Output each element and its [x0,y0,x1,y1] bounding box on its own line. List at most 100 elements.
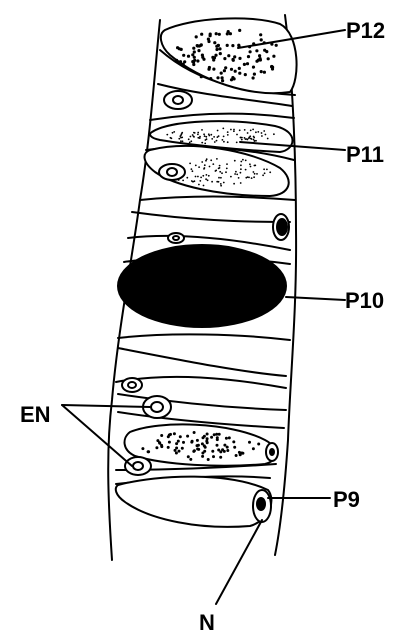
stipple-dot [204,135,206,137]
stipple-dot [248,441,251,444]
stipple-dot [246,62,249,65]
stipple-dot [204,446,207,449]
stipple-dot [193,50,196,53]
stipple-dot [266,169,268,171]
stipple-dot [191,440,194,443]
stipple-dot [156,439,159,442]
stipple-dot [244,73,247,76]
stipple-dot [193,59,196,62]
stipple-dot [179,135,181,137]
p10-cell [117,244,287,328]
stipple-dot [233,130,235,132]
stipple-dot [237,44,240,47]
cell-boundary [140,197,295,200]
stipple-dot [218,177,220,179]
p9-nucleus [256,497,266,511]
stipple-dot [209,33,212,36]
stipple-dot [247,55,250,58]
stipple-dot [176,46,179,49]
stipple-dot [250,130,252,132]
stipple-dot [230,68,233,71]
stipple-dot [225,437,228,440]
stipple-dot [214,141,216,143]
stipple-dot [219,456,222,459]
stipple-dot [219,52,222,55]
stipple-dot [208,175,210,177]
stipple-dot [262,174,264,176]
stipple-dot [240,161,242,163]
stipple-dot [219,171,221,173]
stipple-dot [215,32,218,35]
stipple-dot [207,179,209,181]
stipple-dot [248,137,250,139]
stipple-dot [203,133,205,135]
stipple-dot [259,57,262,60]
stipple-dot [216,158,218,160]
stipple-dot [196,448,199,451]
stipple-dot [252,76,255,79]
stipple-dot [213,41,216,44]
stipple-dot [223,182,225,184]
stipple-dot [223,444,226,447]
label-en: EN [20,402,51,427]
stipple-dot [141,447,144,450]
stipple-dot [192,170,194,172]
stipple-dot [267,57,270,60]
stipple-dot [239,129,241,131]
stipple-dot [175,59,178,62]
stipple-dot [189,163,191,165]
stipple-dot [238,67,241,70]
en-nucleus-small [173,96,183,104]
stipple-dot [178,450,181,453]
stipple-dot [240,164,242,166]
stipple-dot [249,50,252,53]
stipple-dot [204,167,206,169]
stipple-dot [217,130,219,132]
stipple-dot [220,177,222,179]
stipple-dot [227,141,229,143]
stipple-dot [192,450,195,453]
stipple-dot [166,134,168,136]
stipple-dot [215,48,218,51]
stipple-dot [207,40,210,43]
stipple-dot [273,133,275,135]
stipple-dot [234,173,236,175]
label-p11: P11 [346,142,384,167]
stipple-dot [221,76,224,79]
stipple-dot [178,138,180,140]
stipple-dot [260,38,263,41]
stipple-dot [236,174,238,176]
stipple-dot [175,447,178,450]
stipple-dot [220,183,222,185]
stipple-dot [208,133,210,135]
stipple-dot [205,136,207,138]
stipple-dot [261,135,263,137]
stipple-dot [160,445,163,448]
stipple-dot [263,130,265,132]
stipple-dot [219,167,221,169]
stipple-dot [238,29,241,32]
stipple-dot [259,33,262,36]
stipple-dot [264,172,266,174]
stipple-dot [245,169,247,171]
stipple-dot [172,132,174,134]
stipple-dot [234,70,237,73]
stipple-dot [254,173,256,175]
stipple-dot [253,171,255,173]
en-nucleus-1 [151,402,163,412]
stipple-dot [191,168,193,170]
stipple-dot [218,135,220,137]
stipple-dot [203,435,206,438]
stipple-dot [160,434,163,437]
cell-boundary [118,334,290,340]
stipple-dot [201,161,203,163]
stipple-dot [212,68,215,71]
stipple-dot [227,30,230,33]
stipple-dot [223,69,226,72]
stipple-dot [261,132,263,134]
stipple-dot [227,54,230,57]
stipple-dot [260,70,263,73]
stipple-dot [211,138,213,140]
label-p12: P12 [346,18,385,43]
stipple-dot [248,177,250,179]
